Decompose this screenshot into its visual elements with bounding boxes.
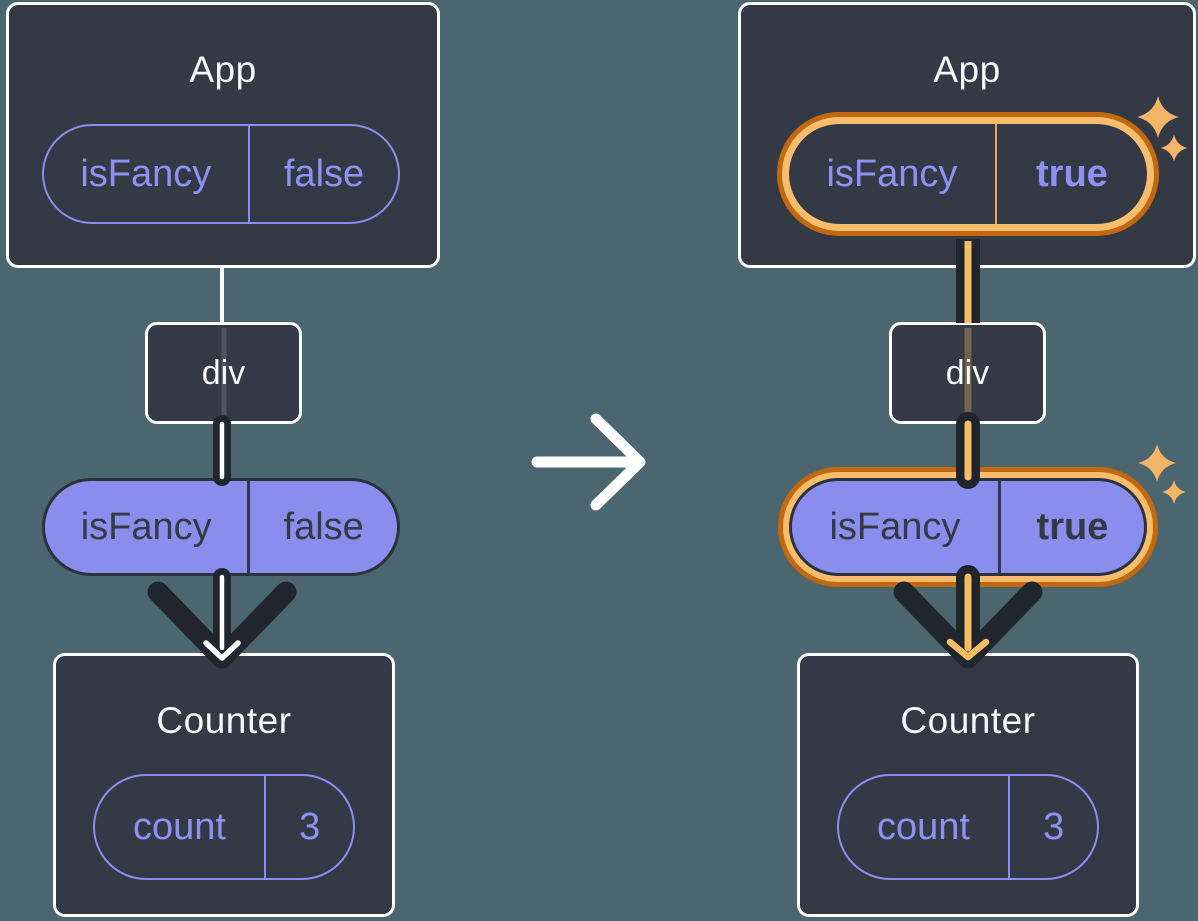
state-pill-value: 3: [299, 805, 321, 848]
connector-ghost-line: [964, 328, 971, 418]
pill-divider: [247, 481, 251, 573]
after-div-node-card: div: [889, 322, 1046, 424]
state-pill-label: isFancy: [80, 152, 212, 195]
after-app-title: App: [933, 49, 1001, 90]
before-counter-component-card: Counter count 3: [53, 653, 395, 917]
after-counter-title: Counter: [900, 700, 1036, 741]
state-pill-label: count: [877, 805, 970, 848]
state-pill-value: false: [283, 152, 365, 195]
state-pill-value: 3: [1043, 805, 1065, 848]
after-counter-state-pill: count 3: [837, 774, 1099, 880]
prop-pill-label: isFancy: [829, 505, 961, 548]
before-counter-state-pill: count 3: [93, 774, 355, 880]
pill-divider: [997, 481, 1001, 573]
prop-pill-label: isFancy: [80, 505, 212, 548]
before-div-label: div: [201, 353, 246, 392]
before-app-title: App: [189, 49, 257, 90]
before-app-state-pill: isFancy false: [42, 124, 400, 224]
state-pill-label: count: [133, 805, 226, 848]
before-prop-pill: isFancy false: [42, 478, 400, 576]
before-counter-title: Counter: [156, 700, 292, 741]
sparkle-icon: [1138, 444, 1186, 504]
before-div-node-card: div: [145, 322, 302, 424]
pill-divider: [994, 124, 997, 224]
state-pill-label: isFancy: [826, 152, 958, 195]
transition-arrow-right-icon: [531, 413, 646, 511]
after-counter-component-card: Counter count 3: [797, 653, 1139, 917]
pill-divider: [247, 126, 251, 222]
state-pill-value: true: [1036, 152, 1108, 195]
after-prop-pill-highlighted: isFancy true: [789, 478, 1147, 576]
after-app-state-pill-highlighted: isFancy true: [789, 124, 1147, 224]
prop-pill-value: true: [1036, 505, 1109, 548]
prop-pill-value: false: [283, 505, 364, 548]
after-div-label: div: [945, 353, 990, 392]
connector-ghost-line: [221, 328, 226, 418]
pill-divider: [1007, 776, 1011, 878]
pill-divider: [263, 776, 267, 878]
